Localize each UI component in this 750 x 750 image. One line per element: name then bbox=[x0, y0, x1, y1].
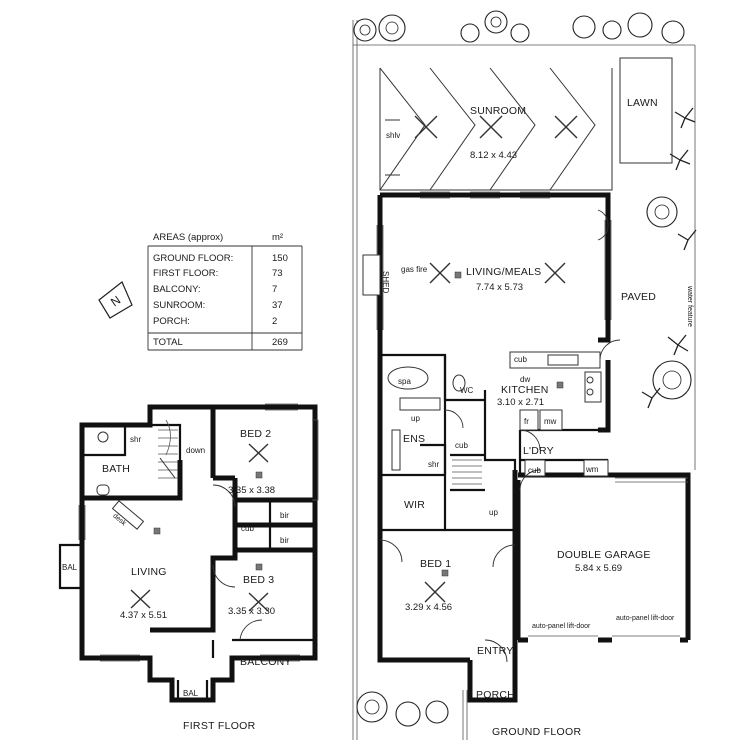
room-double-garage-name: DOUBLE GARAGE bbox=[557, 549, 651, 561]
room-entry-name: ENTRY bbox=[477, 645, 513, 657]
areas-row-balcony-label: BALCONY: bbox=[153, 284, 201, 295]
room-wir-name: WIR bbox=[404, 499, 425, 511]
light-icon bbox=[255, 471, 263, 479]
room-wc-name: WC bbox=[460, 386, 474, 395]
light-icon bbox=[454, 271, 462, 279]
ceiling-fan-icon bbox=[414, 115, 438, 139]
ceiling-fan-icon bbox=[248, 592, 269, 612]
label-shed: SHED bbox=[381, 271, 390, 293]
label-paved: PAVED bbox=[621, 291, 656, 303]
label-shlv: shlv bbox=[386, 131, 400, 140]
room-bath-name: BATH bbox=[102, 463, 130, 475]
label-bal-bottom: BAL bbox=[183, 689, 199, 698]
room-bed2-name: BED 2 bbox=[240, 428, 271, 440]
label-bal-left: BAL bbox=[62, 563, 78, 572]
label-water-feature: water feature bbox=[686, 285, 693, 327]
tree-icon bbox=[353, 10, 692, 727]
label-cub-kitchen: cub bbox=[514, 355, 527, 364]
label-shr-ground: shr bbox=[428, 460, 439, 469]
areas-row-ground-label: GROUND FLOOR: bbox=[153, 253, 233, 264]
areas-table: AREAS (approx) m² GROUND FLOOR: 150 FIRS… bbox=[147, 232, 303, 351]
areas-row-sunroom-label: SUNROOM: bbox=[153, 300, 205, 311]
label-gas: gas fire bbox=[401, 265, 428, 274]
light-icon bbox=[255, 563, 263, 571]
room-sunroom-name: SUNROOM bbox=[470, 105, 526, 117]
areas-row-porch-label: PORCH: bbox=[153, 316, 190, 327]
room-ldry-name: L'DRY bbox=[523, 445, 554, 457]
label-bir-1: bir bbox=[280, 511, 289, 520]
first-floor-plan: BED 2 3.35 x 3.38 BED 3 3.35 x 3.30 LIVI… bbox=[58, 403, 319, 732]
room-ens-name: ENS bbox=[403, 433, 425, 445]
label-cub-ens: cub bbox=[455, 441, 468, 450]
label-lawn: LAWN bbox=[627, 97, 658, 109]
north-arrow-icon: N bbox=[98, 281, 133, 319]
ceiling-fan-icon bbox=[544, 262, 566, 284]
light-icon bbox=[556, 381, 564, 389]
label-cub: cub bbox=[241, 524, 254, 533]
label-auto-door-2: auto-panel lift-door bbox=[616, 615, 675, 622]
room-kitchen-dims: 3.10 x 2.71 bbox=[497, 397, 544, 408]
label-wm: wm bbox=[585, 465, 599, 474]
label-shr: shr bbox=[130, 435, 141, 444]
label-fr: fr bbox=[524, 417, 529, 426]
room-double-garage-dims: 5.84 x 5.69 bbox=[575, 563, 622, 574]
room-living-name: LIVING bbox=[131, 566, 167, 578]
ceiling-fan-icon bbox=[248, 443, 269, 463]
areas-table-unit: m² bbox=[272, 232, 283, 243]
areas-table-title: AREAS (approx) bbox=[153, 232, 223, 243]
room-sunroom-dims: 8.12 x 4.43 bbox=[470, 150, 517, 161]
room-bed1-name: BED 1 bbox=[420, 558, 451, 570]
first-floor-title: FIRST FLOOR bbox=[183, 720, 256, 732]
room-bed1-dims: 3.29 x 4.56 bbox=[405, 602, 452, 613]
ground-floor-plan: shlv LAWN bbox=[352, 10, 697, 740]
areas-row-ground-value: 150 bbox=[272, 253, 288, 264]
room-kitchen-name: KITCHEN bbox=[501, 384, 549, 396]
room-porch-name: PORCH bbox=[476, 689, 515, 701]
room-living-meals-name: LIVING/MEALS bbox=[466, 266, 541, 278]
room-living-dims: 4.37 x 5.51 bbox=[120, 610, 167, 621]
ceiling-fan-icon bbox=[479, 115, 503, 139]
label-down: down bbox=[186, 446, 205, 455]
ground-floor-title: GROUND FLOOR bbox=[492, 726, 581, 738]
room-balcony-name: BALCONY bbox=[240, 656, 292, 668]
light-icon bbox=[441, 569, 449, 577]
label-up-stair: up bbox=[489, 508, 498, 517]
palm-icon bbox=[641, 107, 697, 409]
label-dw: dw bbox=[520, 375, 530, 384]
areas-total-label: TOTAL bbox=[153, 337, 183, 348]
ceiling-fan-icon bbox=[130, 589, 151, 609]
ceiling-fan-icon bbox=[554, 115, 578, 139]
areas-row-first-label: FIRST FLOOR: bbox=[153, 268, 218, 279]
room-living-meals-dims: 7.74 x 5.73 bbox=[476, 282, 523, 293]
light-icon bbox=[153, 527, 161, 535]
areas-row-balcony-value: 7 bbox=[272, 284, 277, 295]
label-cub-ldry: cub bbox=[528, 466, 541, 475]
areas-row-first-value: 73 bbox=[272, 268, 283, 279]
areas-total-value: 269 bbox=[272, 337, 288, 348]
label-up-ens: up bbox=[411, 414, 420, 423]
label-mw: mw bbox=[544, 417, 557, 426]
ceiling-fan-icon bbox=[429, 262, 451, 284]
areas-row-sunroom-value: 37 bbox=[272, 300, 283, 311]
room-bed3-name: BED 3 bbox=[243, 574, 274, 586]
ceiling-fan-icon bbox=[424, 581, 446, 603]
areas-row-porch-value: 2 bbox=[272, 316, 277, 327]
label-bir-2: bir bbox=[280, 536, 289, 545]
label-spa: spa bbox=[398, 377, 411, 386]
room-bed3-dims: 3.35 x 3.30 bbox=[228, 606, 275, 617]
room-bed2-dims: 3.35 x 3.38 bbox=[228, 485, 275, 496]
label-auto-door-1: auto-panel lift-door bbox=[532, 623, 591, 630]
